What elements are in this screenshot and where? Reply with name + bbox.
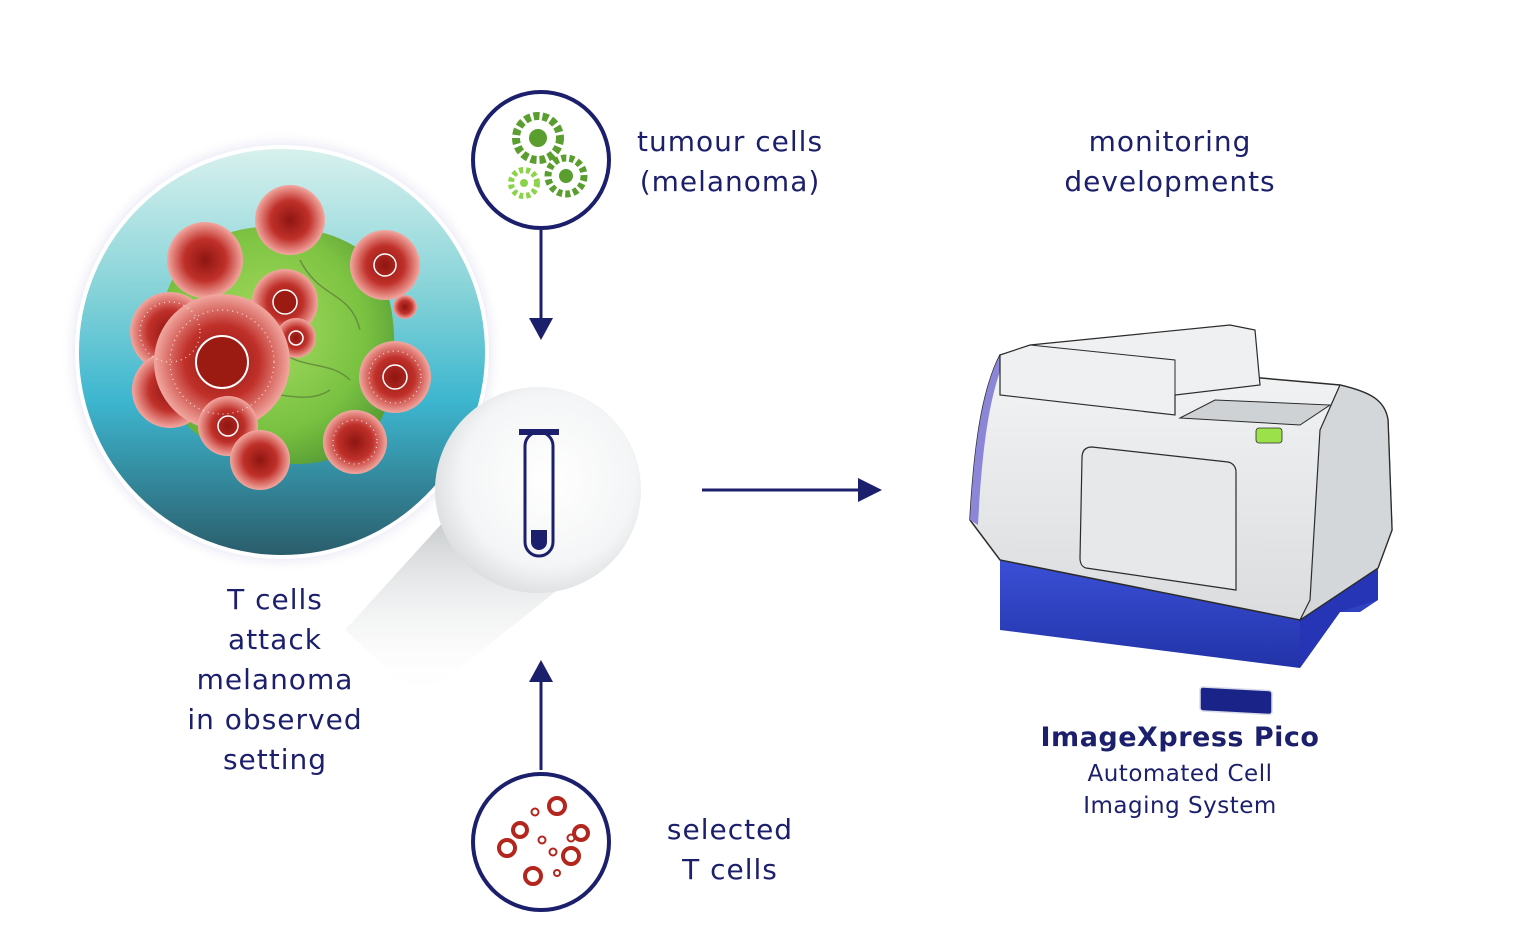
monitoring-label-line2: developments [1064,165,1276,198]
device-description-line1: Automated Cell [1087,761,1273,787]
attack-label-line3: melanoma [196,663,354,696]
arrow-tube-to-device [702,478,882,502]
t-cells-icon [471,772,611,912]
arrow-tumour-to-tube [529,230,553,340]
tumour-label-line2: (melanoma) [639,165,821,198]
selected-label-line1: selected [666,813,794,846]
tumour-label-line1: tumour cells [636,125,824,158]
device-caption: ImageXpress Pico Automated Cell Imaging … [1000,718,1360,822]
attack-label-line1: T cells [227,583,323,616]
attack-label-line4: in observed [187,703,363,736]
selected-t-cells-label: selected T cells [640,810,820,890]
imaging-system-icon [969,324,1393,716]
test-tube-icon [435,387,641,593]
t-cell-group [130,185,431,490]
arrow-tcells-to-tube [529,660,553,770]
monitoring-label: monitoring developments [1040,122,1300,202]
attack-label-line2: attack [228,623,322,656]
device-description-line2: Imaging System [1083,793,1277,819]
monitoring-label-line1: monitoring [1088,125,1252,158]
tumour-cells-label: tumour cells (melanoma) [612,122,848,202]
tumour-cells-icon [471,90,611,230]
t-cells-attack-label: T cells attack melanoma in observed sett… [155,580,395,780]
device-name: ImageXpress Pico [1040,722,1320,753]
t-cells-attack-illustration [60,130,504,574]
attack-label-line5: setting [222,743,328,776]
selected-label-line2: T cells [682,853,778,886]
